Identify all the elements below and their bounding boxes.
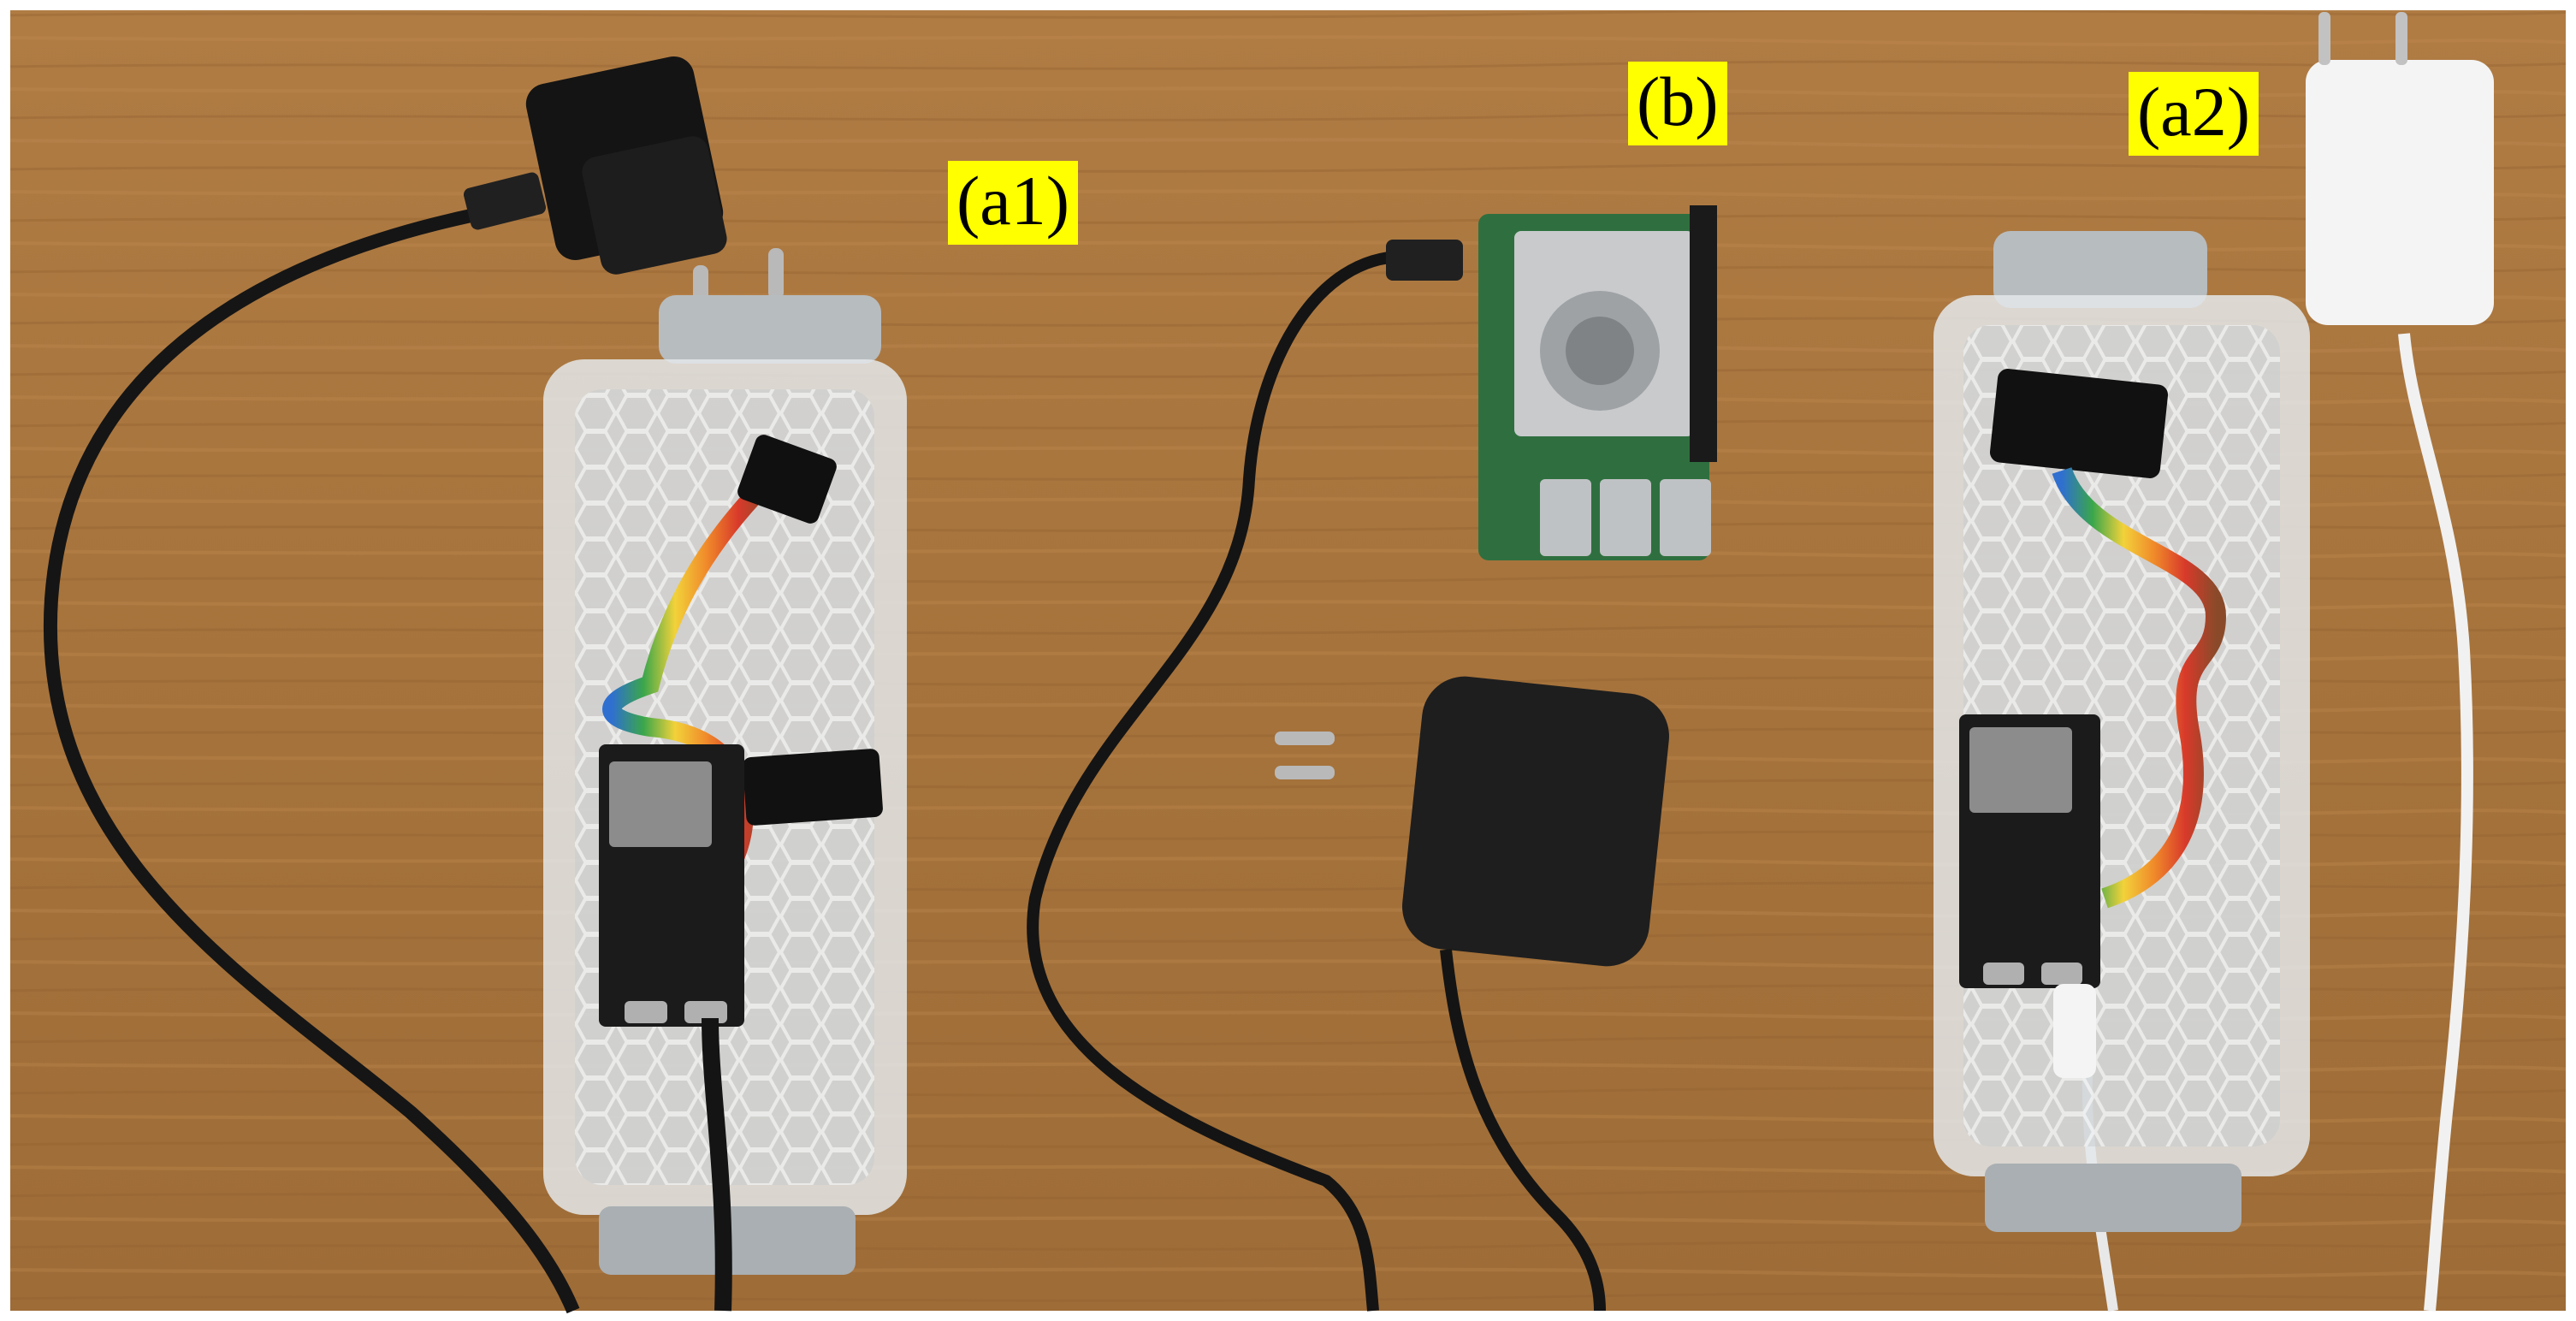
b-pi-power-supply bbox=[1275, 676, 1669, 1312]
a2-esp32-board bbox=[1959, 714, 2100, 1078]
a1-esp32-board bbox=[599, 744, 744, 1312]
a2-white-usb-charger bbox=[2306, 12, 2494, 325]
b-pi-cable bbox=[1027, 240, 1463, 1312]
label-a2: (a2) bbox=[2129, 72, 2259, 156]
a1-black-usb-charger bbox=[463, 56, 784, 317]
b-raspberry-pi bbox=[1478, 205, 1717, 560]
label-a1: (a1) bbox=[948, 161, 1079, 245]
a2-sensor-and-ribbon bbox=[1989, 369, 2227, 909]
label-b: (b) bbox=[1628, 62, 1727, 145]
a1-black-cable bbox=[43, 207, 580, 1314]
